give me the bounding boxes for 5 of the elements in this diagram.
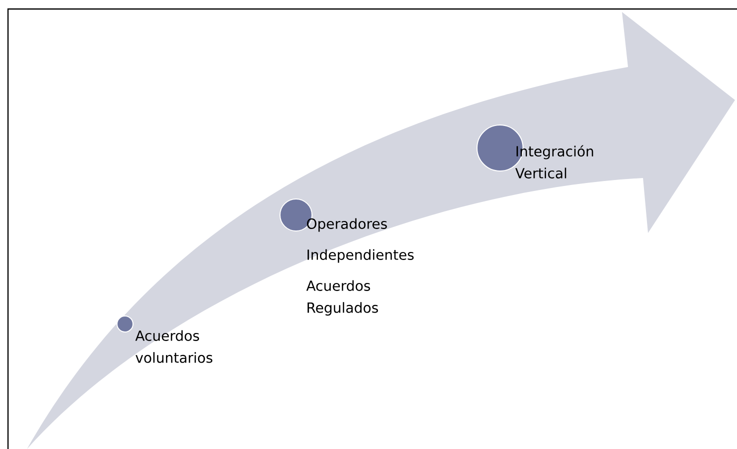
stage-label: Acuerdos voluntarios [135,330,212,363]
stage-label: Integración Vertical [515,145,594,178]
stage-label: Acuerdos Regulados [306,280,378,316]
stage-label: Independientes [308,249,414,263]
stage-label: Operadores [306,218,387,232]
